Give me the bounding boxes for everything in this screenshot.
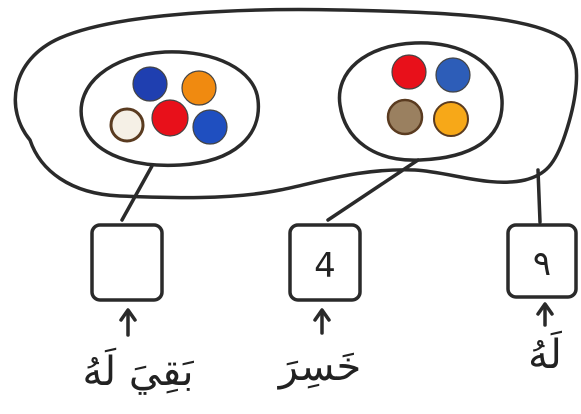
right-set-dots — [386, 54, 471, 137]
dot — [391, 54, 427, 90]
box-middle-value: 4 — [314, 246, 336, 286]
arrow-left — [119, 308, 137, 337]
arrow-middle — [313, 308, 331, 335]
dot — [151, 99, 189, 137]
dot — [386, 98, 424, 136]
dot — [181, 70, 217, 106]
connector-right — [536, 168, 542, 224]
label-right: لَهُ — [528, 330, 562, 378]
dot — [109, 107, 145, 143]
connector-left — [120, 164, 154, 222]
box-left — [90, 223, 164, 302]
dot — [192, 109, 228, 145]
outer-set-outline — [13, 7, 579, 200]
box-right-value: ٩ — [533, 244, 551, 284]
dot — [132, 66, 168, 102]
box-middle: 4 — [288, 223, 362, 302]
connector-middle — [326, 158, 420, 222]
left-set-dots — [109, 66, 228, 145]
right-set-outline — [337, 41, 504, 162]
dot — [433, 101, 469, 137]
left-set-outline — [79, 50, 261, 168]
dot — [435, 57, 471, 93]
box-right: ٩ — [506, 223, 578, 299]
label-middle: خَسِرَ — [277, 344, 361, 390]
label-left: بَقِيَ لَهُ — [82, 347, 194, 395]
arrow-right — [536, 302, 554, 327]
